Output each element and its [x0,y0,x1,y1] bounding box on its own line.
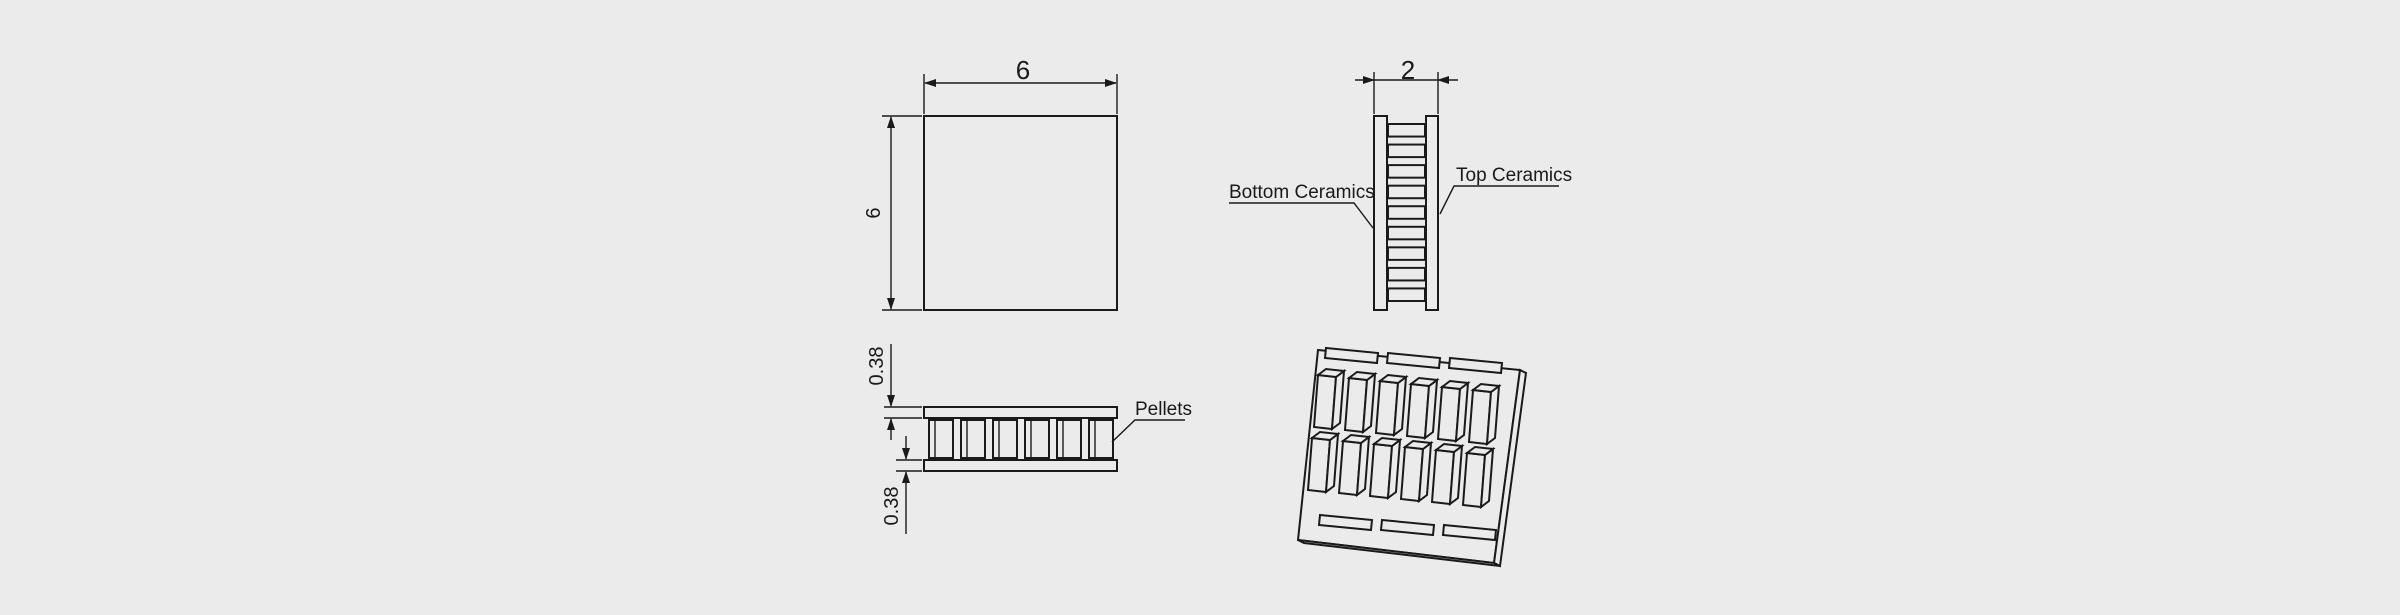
front-view: 6 6 [863,55,1118,311]
bottom-ceramic-plate [1373,115,1388,311]
iso-pellet-top [1346,370,1378,382]
label-top-ceramics: Top Ceramics [1456,165,1572,186]
iso-pellet-top [1433,442,1465,454]
section-bottom-ceramic [923,459,1118,472]
height-dimension-value: 6 [863,207,885,218]
section-pellet-row [928,419,1114,459]
section-top-ceramic [923,406,1118,419]
iso-connector-top [1323,346,1380,365]
iso-pellet-array [1306,346,1504,542]
top-ceramic-thickness-value: 0.38 [866,347,888,386]
section-pellet [1024,419,1050,459]
section-view: 0.38 0.38 Pellets [866,344,1192,534]
iso-view [1296,346,1528,568]
section-pellet [928,419,954,459]
side-pellet [1387,184,1426,200]
leader-bottom-ceramics [1229,202,1374,229]
section-pellet [960,419,986,459]
side-pellet [1387,123,1426,138]
iso-connector-bottom [1441,523,1498,542]
side-view: 2 Bottom Ceramics Top Ceramics [1229,55,1572,311]
side-pellet-stack [1387,123,1426,303]
iso-pellet-top [1315,367,1347,379]
side-pellet [1387,164,1426,179]
top-ceramic-plate [1425,115,1439,311]
label-pellets: Pellets [1135,399,1192,420]
width-dimension-value: 6 [1016,55,1030,85]
side-pellet [1387,205,1426,220]
front-view-outline [923,115,1118,311]
iso-substrate-front [1297,539,1501,567]
iso-connector-top [1385,351,1442,370]
iso-connector-bottom [1317,513,1374,532]
section-pellet [1056,419,1082,459]
iso-connector-bottom [1379,518,1436,537]
side-pellet [1387,287,1426,303]
leader-pellets [1111,419,1185,443]
side-pellet [1387,266,1426,282]
section-pellet [992,419,1018,459]
side-pellet [1387,246,1426,261]
thickness-dimension-value: 2 [1401,55,1415,85]
iso-pellet-top [1408,376,1440,388]
iso-pellet-top [1470,382,1502,394]
iso-pellet-top [1402,439,1434,451]
side-pellet [1387,143,1426,159]
iso-pellet-top [1371,436,1403,448]
side-pellet [1387,225,1426,241]
bottom-ceramic-thickness-value: 0.38 [881,487,903,526]
iso-connector-top [1447,356,1504,375]
section-pellet [1088,419,1114,459]
iso-pellet-top [1377,373,1409,385]
iso-pellet-top [1464,445,1496,457]
label-bottom-ceramics: Bottom Ceramics [1229,182,1375,203]
iso-pellet-top [1439,379,1471,391]
iso-pellet-top [1309,430,1341,442]
leader-top-ceramics [1439,185,1559,215]
iso-pellet-top [1340,433,1372,445]
